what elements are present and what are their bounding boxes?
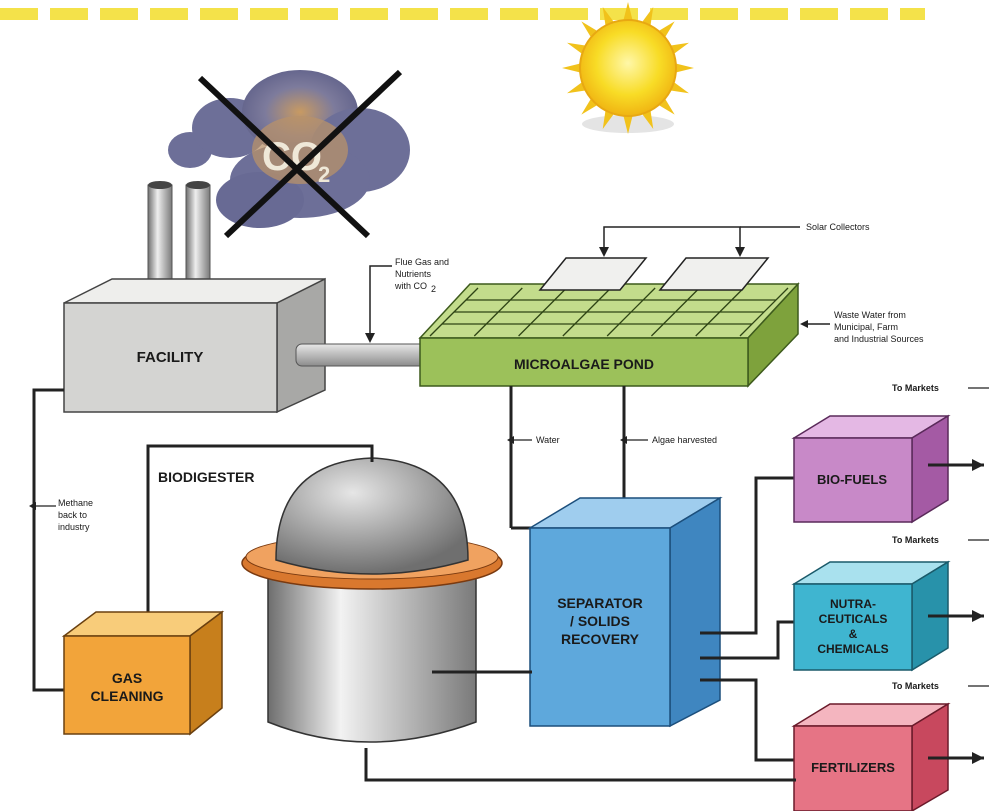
nutra-label-line1: NUTRA- bbox=[830, 597, 876, 611]
methane-label-line1: Methane bbox=[58, 498, 93, 508]
biofuels-label: BIO-FUELS bbox=[817, 472, 887, 487]
solar-arrow-right-icon bbox=[735, 247, 745, 257]
facility-label: FACILITY bbox=[137, 349, 204, 366]
flue-label-line1: Flue Gas and bbox=[395, 257, 449, 267]
to-markets-nutra bbox=[928, 539, 989, 622]
to-markets-biofuels bbox=[928, 387, 989, 471]
line-to-biofuels bbox=[700, 476, 796, 635]
waste-water-line2: Municipal, Farm bbox=[834, 322, 898, 332]
markets-label-2: To Markets bbox=[892, 535, 939, 545]
water-arrow-icon bbox=[507, 436, 514, 444]
solar-leader bbox=[603, 226, 741, 254]
methane-label-line2: back to bbox=[58, 510, 87, 520]
methane-label-line3: industry bbox=[58, 522, 90, 532]
biofuels-box bbox=[791, 414, 951, 524]
sun-icon bbox=[562, 2, 694, 134]
fertilizers-box bbox=[791, 702, 951, 811]
microalgae-pond bbox=[418, 282, 800, 388]
sun-ray bbox=[673, 62, 694, 74]
flue-label-sub: 2 bbox=[431, 284, 436, 294]
pond-label: MICROALGAE POND bbox=[514, 356, 654, 372]
line-to-fertilizers bbox=[700, 678, 796, 762]
nutra-label-line4: CHEMICALS bbox=[817, 642, 888, 656]
markets-label-1: To Markets bbox=[892, 383, 939, 393]
solar-collectors-label: Solar Collectors bbox=[806, 222, 870, 232]
facility-box bbox=[63, 277, 326, 414]
methane-arrow-icon bbox=[29, 502, 36, 510]
separator-label-line3: RECOVERY bbox=[561, 631, 640, 647]
separator-label-line2: / SOLIDS bbox=[570, 613, 630, 629]
methane-return-line bbox=[32, 388, 64, 692]
fertilizers-label: FERTILIZERS bbox=[811, 760, 895, 775]
cross-mark-icon bbox=[197, 69, 403, 239]
nutra-label-line2: CEUTICALS bbox=[819, 612, 888, 626]
separator-label-line1: SEPARATOR bbox=[557, 595, 643, 611]
flue-label-line3: with CO bbox=[394, 281, 427, 291]
line-to-nutra bbox=[700, 620, 796, 660]
waste-water-line1: Waste Water from bbox=[834, 310, 906, 320]
to-markets-fertilizers bbox=[928, 685, 989, 764]
separator-box bbox=[527, 496, 723, 728]
waste-water-line3: and Industrial Sources bbox=[834, 334, 924, 344]
flue-gas-pipe bbox=[295, 343, 427, 367]
nutra-label-line3: & bbox=[849, 627, 858, 641]
biodigester-tank bbox=[241, 452, 503, 743]
solar-arrow-left-icon bbox=[599, 247, 609, 257]
flue-gas-leader bbox=[369, 265, 392, 340]
nutraceuticals-box bbox=[791, 560, 951, 672]
sun-ray bbox=[622, 113, 634, 134]
co2-subscript: 2 bbox=[318, 162, 330, 187]
flue-label-line2: Nutrients bbox=[395, 269, 432, 279]
algae-arrow-icon bbox=[620, 436, 627, 444]
algae-harvested-label: Algae harvested bbox=[652, 435, 717, 445]
flue-arrow-icon bbox=[365, 333, 375, 343]
gas-cleaning-line1: GAS bbox=[112, 670, 142, 686]
sun-ray bbox=[622, 2, 634, 23]
solar-collector-panels bbox=[538, 257, 770, 291]
water-label: Water bbox=[536, 435, 560, 445]
sun-ray bbox=[562, 62, 583, 74]
biodigester-label: BIODIGESTER bbox=[158, 469, 254, 485]
gas-cleaning-box bbox=[61, 610, 225, 736]
waste-water-arrow-icon bbox=[800, 320, 808, 328]
gas-cleaning-line2: CLEANING bbox=[90, 688, 163, 704]
digestate-to-fertilizer-line bbox=[364, 748, 796, 782]
markets-label-3: To Markets bbox=[892, 681, 939, 691]
